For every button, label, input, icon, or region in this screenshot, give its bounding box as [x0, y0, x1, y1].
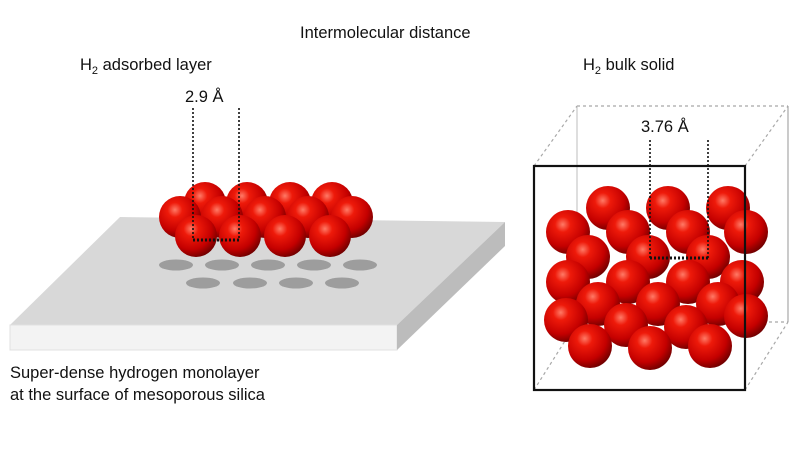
shadow-ellipse — [279, 277, 313, 289]
shadow-ellipse — [233, 277, 267, 289]
right-distance-marker — [649, 140, 709, 260]
adsorbed-layer-heading: H2 adsorbed layer — [80, 57, 212, 77]
shadow-ellipse — [325, 277, 359, 289]
diagram-title: Intermolecular distance — [300, 24, 471, 42]
adsorbed-distance-label: 2.9 Å — [185, 88, 224, 106]
caption-line: at the surface of mesoporous silica — [10, 386, 265, 404]
heading-symbol: H — [80, 56, 92, 74]
cube-diag-edge — [744, 321, 789, 391]
heading-symbol: H — [583, 56, 595, 74]
caption-line: Super-dense hydrogen monolayer — [10, 364, 260, 382]
heading-subscript: 2 — [91, 65, 99, 77]
cube-diag-edge — [744, 105, 789, 167]
adsorbed-layer-caption: Super-dense hydrogen monolayer at the su… — [10, 362, 265, 406]
shadow-ellipse — [343, 259, 377, 271]
h2-molecule — [309, 215, 351, 257]
bulk-solid-lattice — [544, 186, 768, 370]
adsorbed-monolayer — [159, 182, 373, 257]
bulk-solid-heading: H2 bulk solid — [583, 57, 674, 77]
heading-text: bulk solid — [601, 56, 675, 74]
cube-diag-edge — [533, 105, 578, 167]
slab-front-face — [9, 324, 398, 351]
shadow-ellipse — [251, 259, 285, 271]
molecule-shadows — [159, 259, 377, 289]
shadow-ellipse — [297, 259, 331, 271]
slab-top-face — [10, 217, 505, 325]
heading-subscript: 2 — [594, 65, 602, 77]
h2-molecule — [568, 324, 612, 368]
shadow-ellipse — [205, 259, 239, 271]
h2-molecule — [628, 326, 672, 370]
heading-text: adsorbed layer — [98, 56, 212, 74]
shadow-ellipse — [186, 277, 220, 289]
h2-molecule — [219, 215, 261, 257]
slab-side-face — [397, 222, 505, 350]
bulk-cube-front-face — [532, 164, 747, 392]
left-distance-marker — [192, 108, 240, 242]
h2-molecule — [264, 215, 306, 257]
h2-molecule — [175, 215, 217, 257]
silica-slab — [9, 217, 505, 351]
bulk-distance-label: 3.76 Å — [641, 118, 689, 136]
h2-molecule — [688, 324, 732, 368]
shadow-ellipse — [159, 259, 193, 271]
